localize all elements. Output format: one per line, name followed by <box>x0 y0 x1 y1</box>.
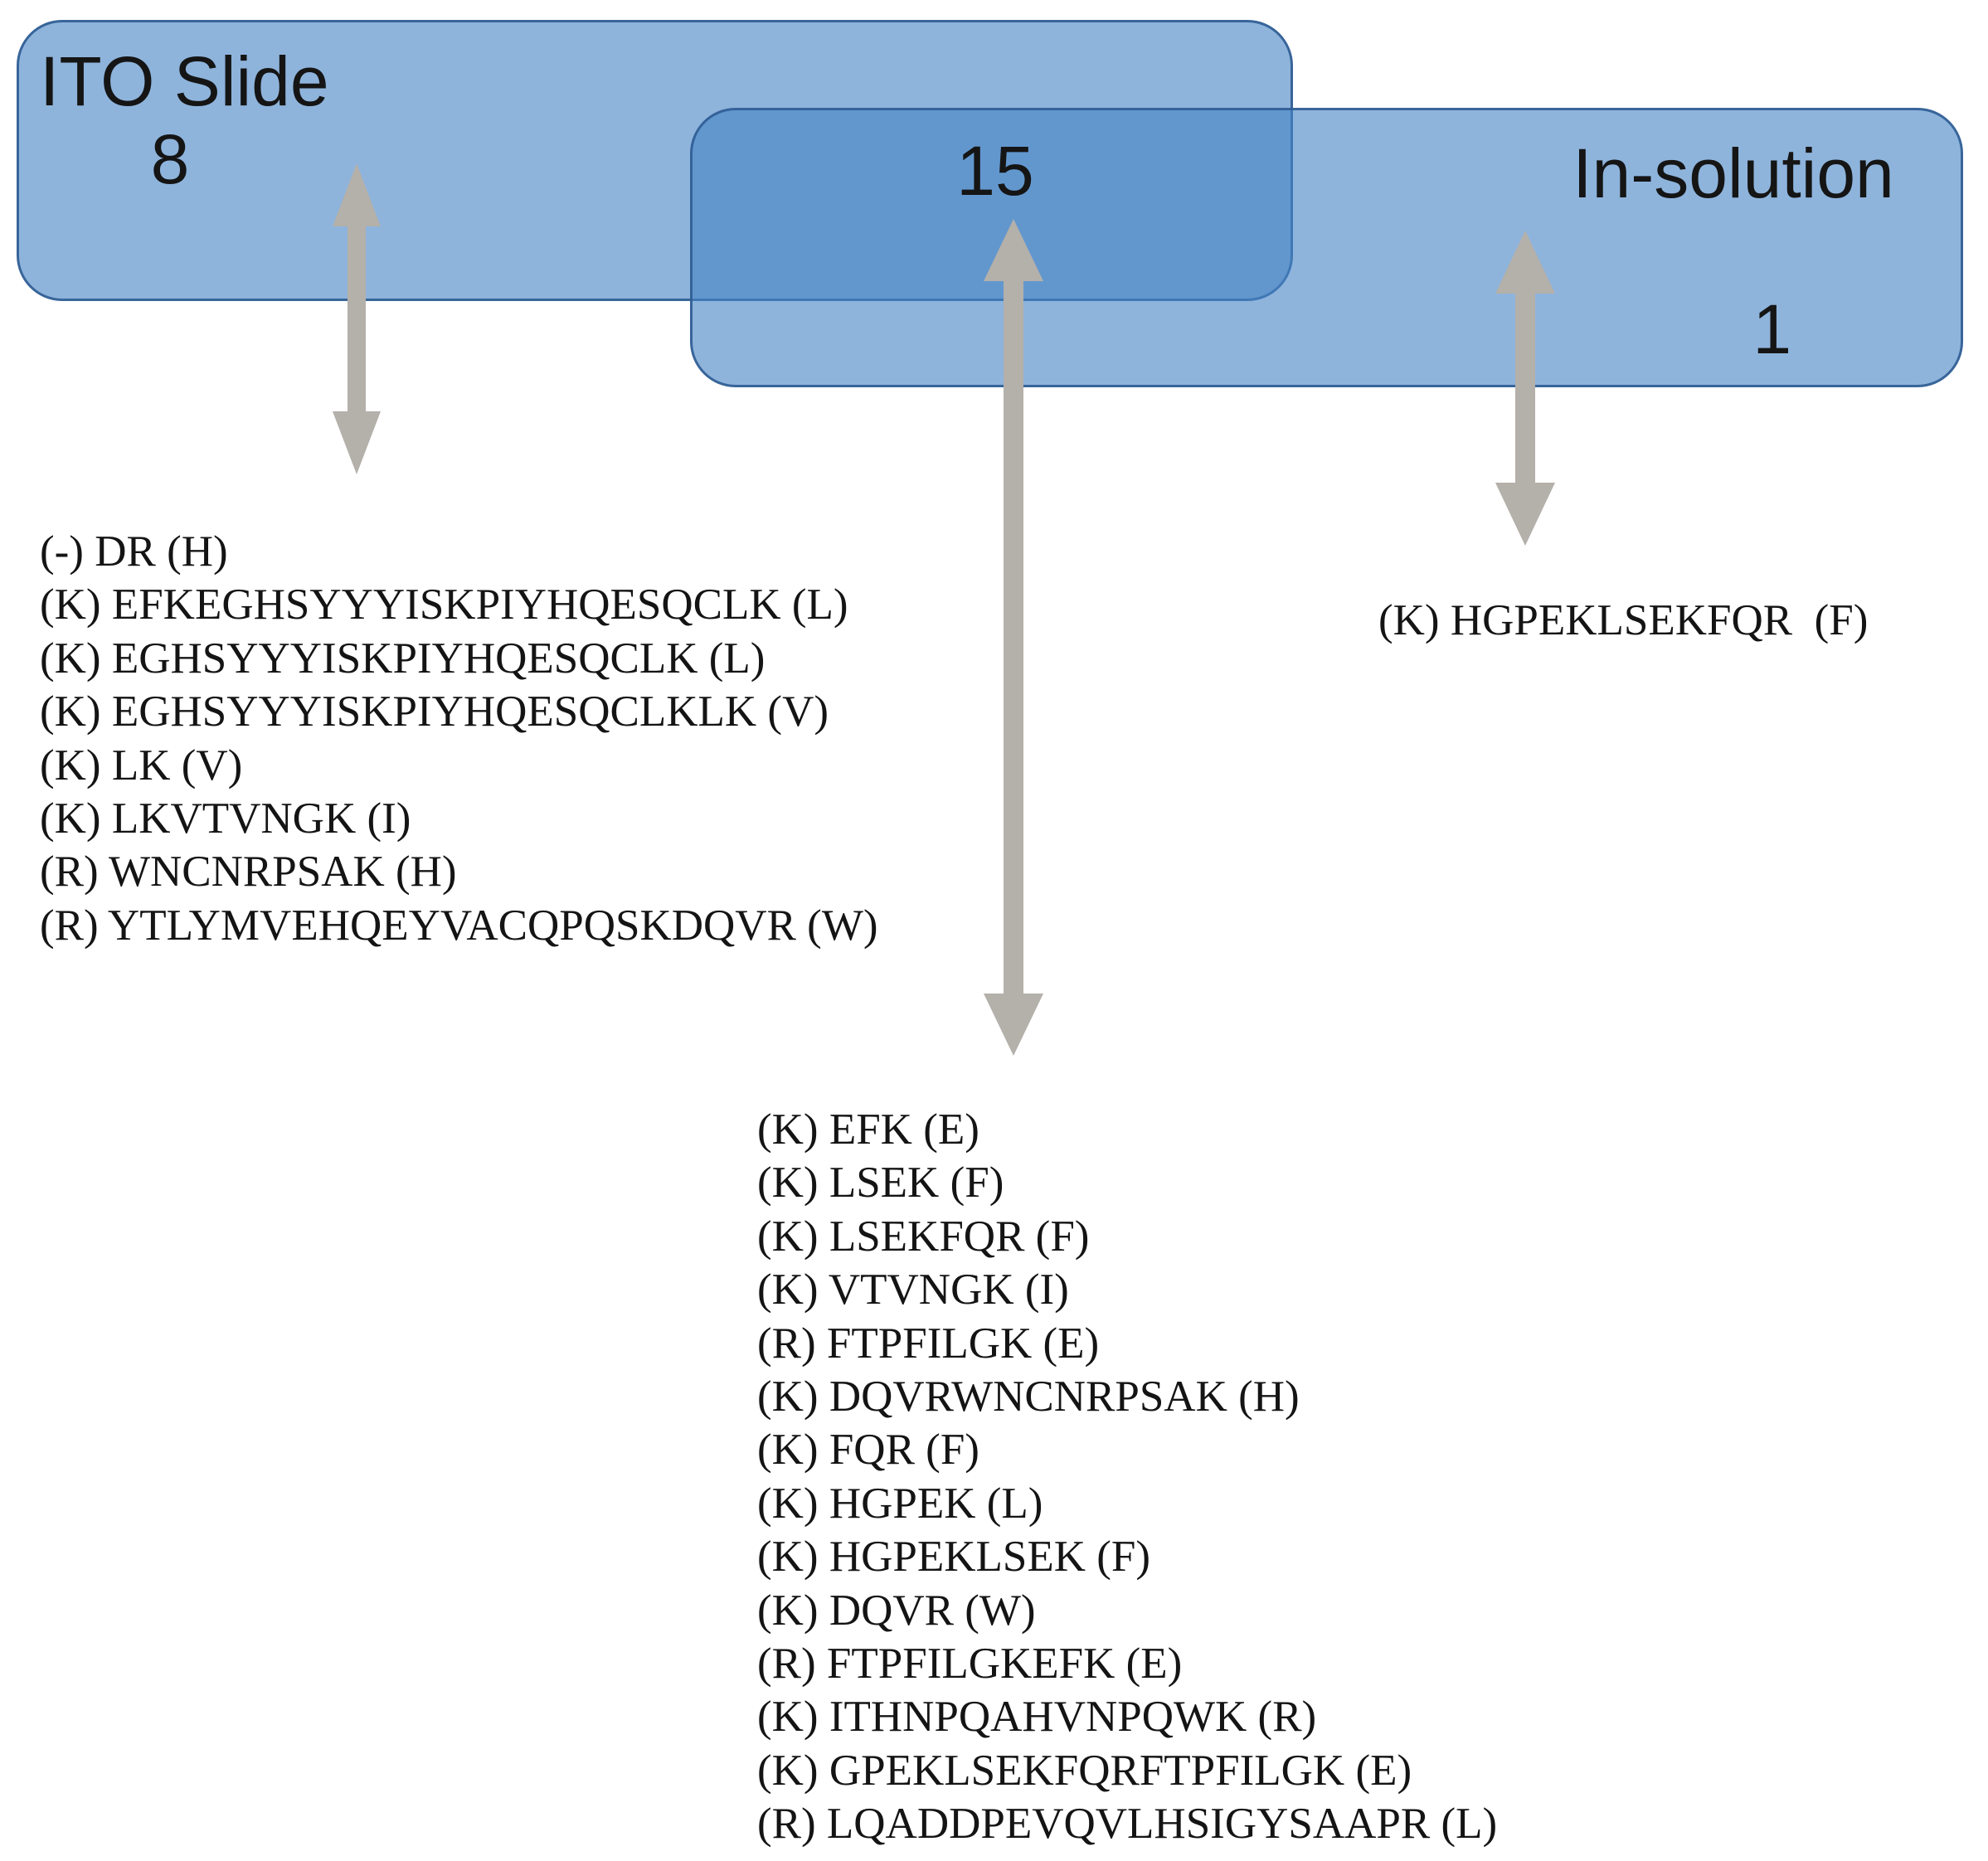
double-arrow-ito-to-list-icon <box>333 163 381 474</box>
peptide-line: (R) WNCNRPSAK (H) <box>40 848 457 896</box>
set-rectangle-in-solution <box>690 108 1963 387</box>
peptide-list-overlap-shared: (K) EFK (E) (K) LSEK (F) (K) LSEKFQR (F) (K… <box>757 1103 1497 1851</box>
peptide-line: (K) ITHNPQAHVNPQWK (R) <box>757 1693 1317 1742</box>
peptide-line: (K) LSEKFQR (F) <box>757 1212 1090 1261</box>
set-label-in-solution: In-solution 1 <box>1543 134 1924 368</box>
peptide-line: (K) LKVTVNGK (I) <box>40 794 411 843</box>
set-count-ito-slide: 8 <box>150 120 190 198</box>
double-arrow-insolution-to-list-icon <box>1495 231 1555 546</box>
peptide-line: (R) FTPFILGK (E) <box>757 1319 1100 1368</box>
peptide-list-ito-unique: (-) DR (H) (K) EFKEGHSYYYISKPIYHQESQCLK (… <box>40 525 878 952</box>
peptide-line: (K) DQVR (W) <box>757 1586 1036 1635</box>
peptide-line: (K) VTVNGK (I) <box>757 1266 1069 1314</box>
set-label-in-solution-text: In-solution <box>1572 134 1894 212</box>
peptide-line: (K) EFKEGHSYYYISKPIYHQESQCLK (L) <box>40 581 848 629</box>
set-label-ito-slide: ITO Slide <box>40 42 329 120</box>
peptide-line: (R) FTPFILGKEFK (E) <box>757 1640 1183 1689</box>
peptide-line: (K) EGHSYYYISKPIYHQESQCLKLK (V) <box>40 688 829 736</box>
peptide-line: (R) YTLYMVEHQEYVACQPQSKDQVR (W) <box>40 901 878 950</box>
peptide-line: (K) GPEKLSEKFQRFTPFILGK (E) <box>757 1746 1412 1795</box>
peptide-line: (K) HGPEK (L) <box>757 1479 1043 1528</box>
peptide-line: (K) HGPEKLSEK (F) <box>757 1533 1151 1582</box>
peptide-line: (K) DQVRWNCNRPSAK (H) <box>757 1373 1300 1421</box>
peptide-line: (K) EFK (E) <box>757 1105 979 1154</box>
peptide-list-insolution-unique: (K) HGPEKLSEKFQR (F) <box>1378 594 1868 647</box>
set-count-overlap: 15 <box>956 132 1034 210</box>
set-count-in-solution: 1 <box>1752 290 1792 368</box>
peptide-line: (-) DR (H) <box>40 527 228 576</box>
peptide-line: (K) EGHSYYYISKPIYHQESQCLK (L) <box>40 634 766 683</box>
peptide-line: (K) LSEK (F) <box>757 1159 1004 1207</box>
peptide-line: (K) LK (V) <box>40 741 243 790</box>
peptide-line: (K) FQR (F) <box>757 1426 979 1475</box>
double-arrow-overlap-to-list-icon <box>984 219 1043 1056</box>
peptide-line: (R) LQADDPEVQVLHSIGYSAAPR (L) <box>757 1800 1498 1849</box>
peptide-line: (K) HGPEKLSEKFQR (F) <box>1378 596 1869 644</box>
